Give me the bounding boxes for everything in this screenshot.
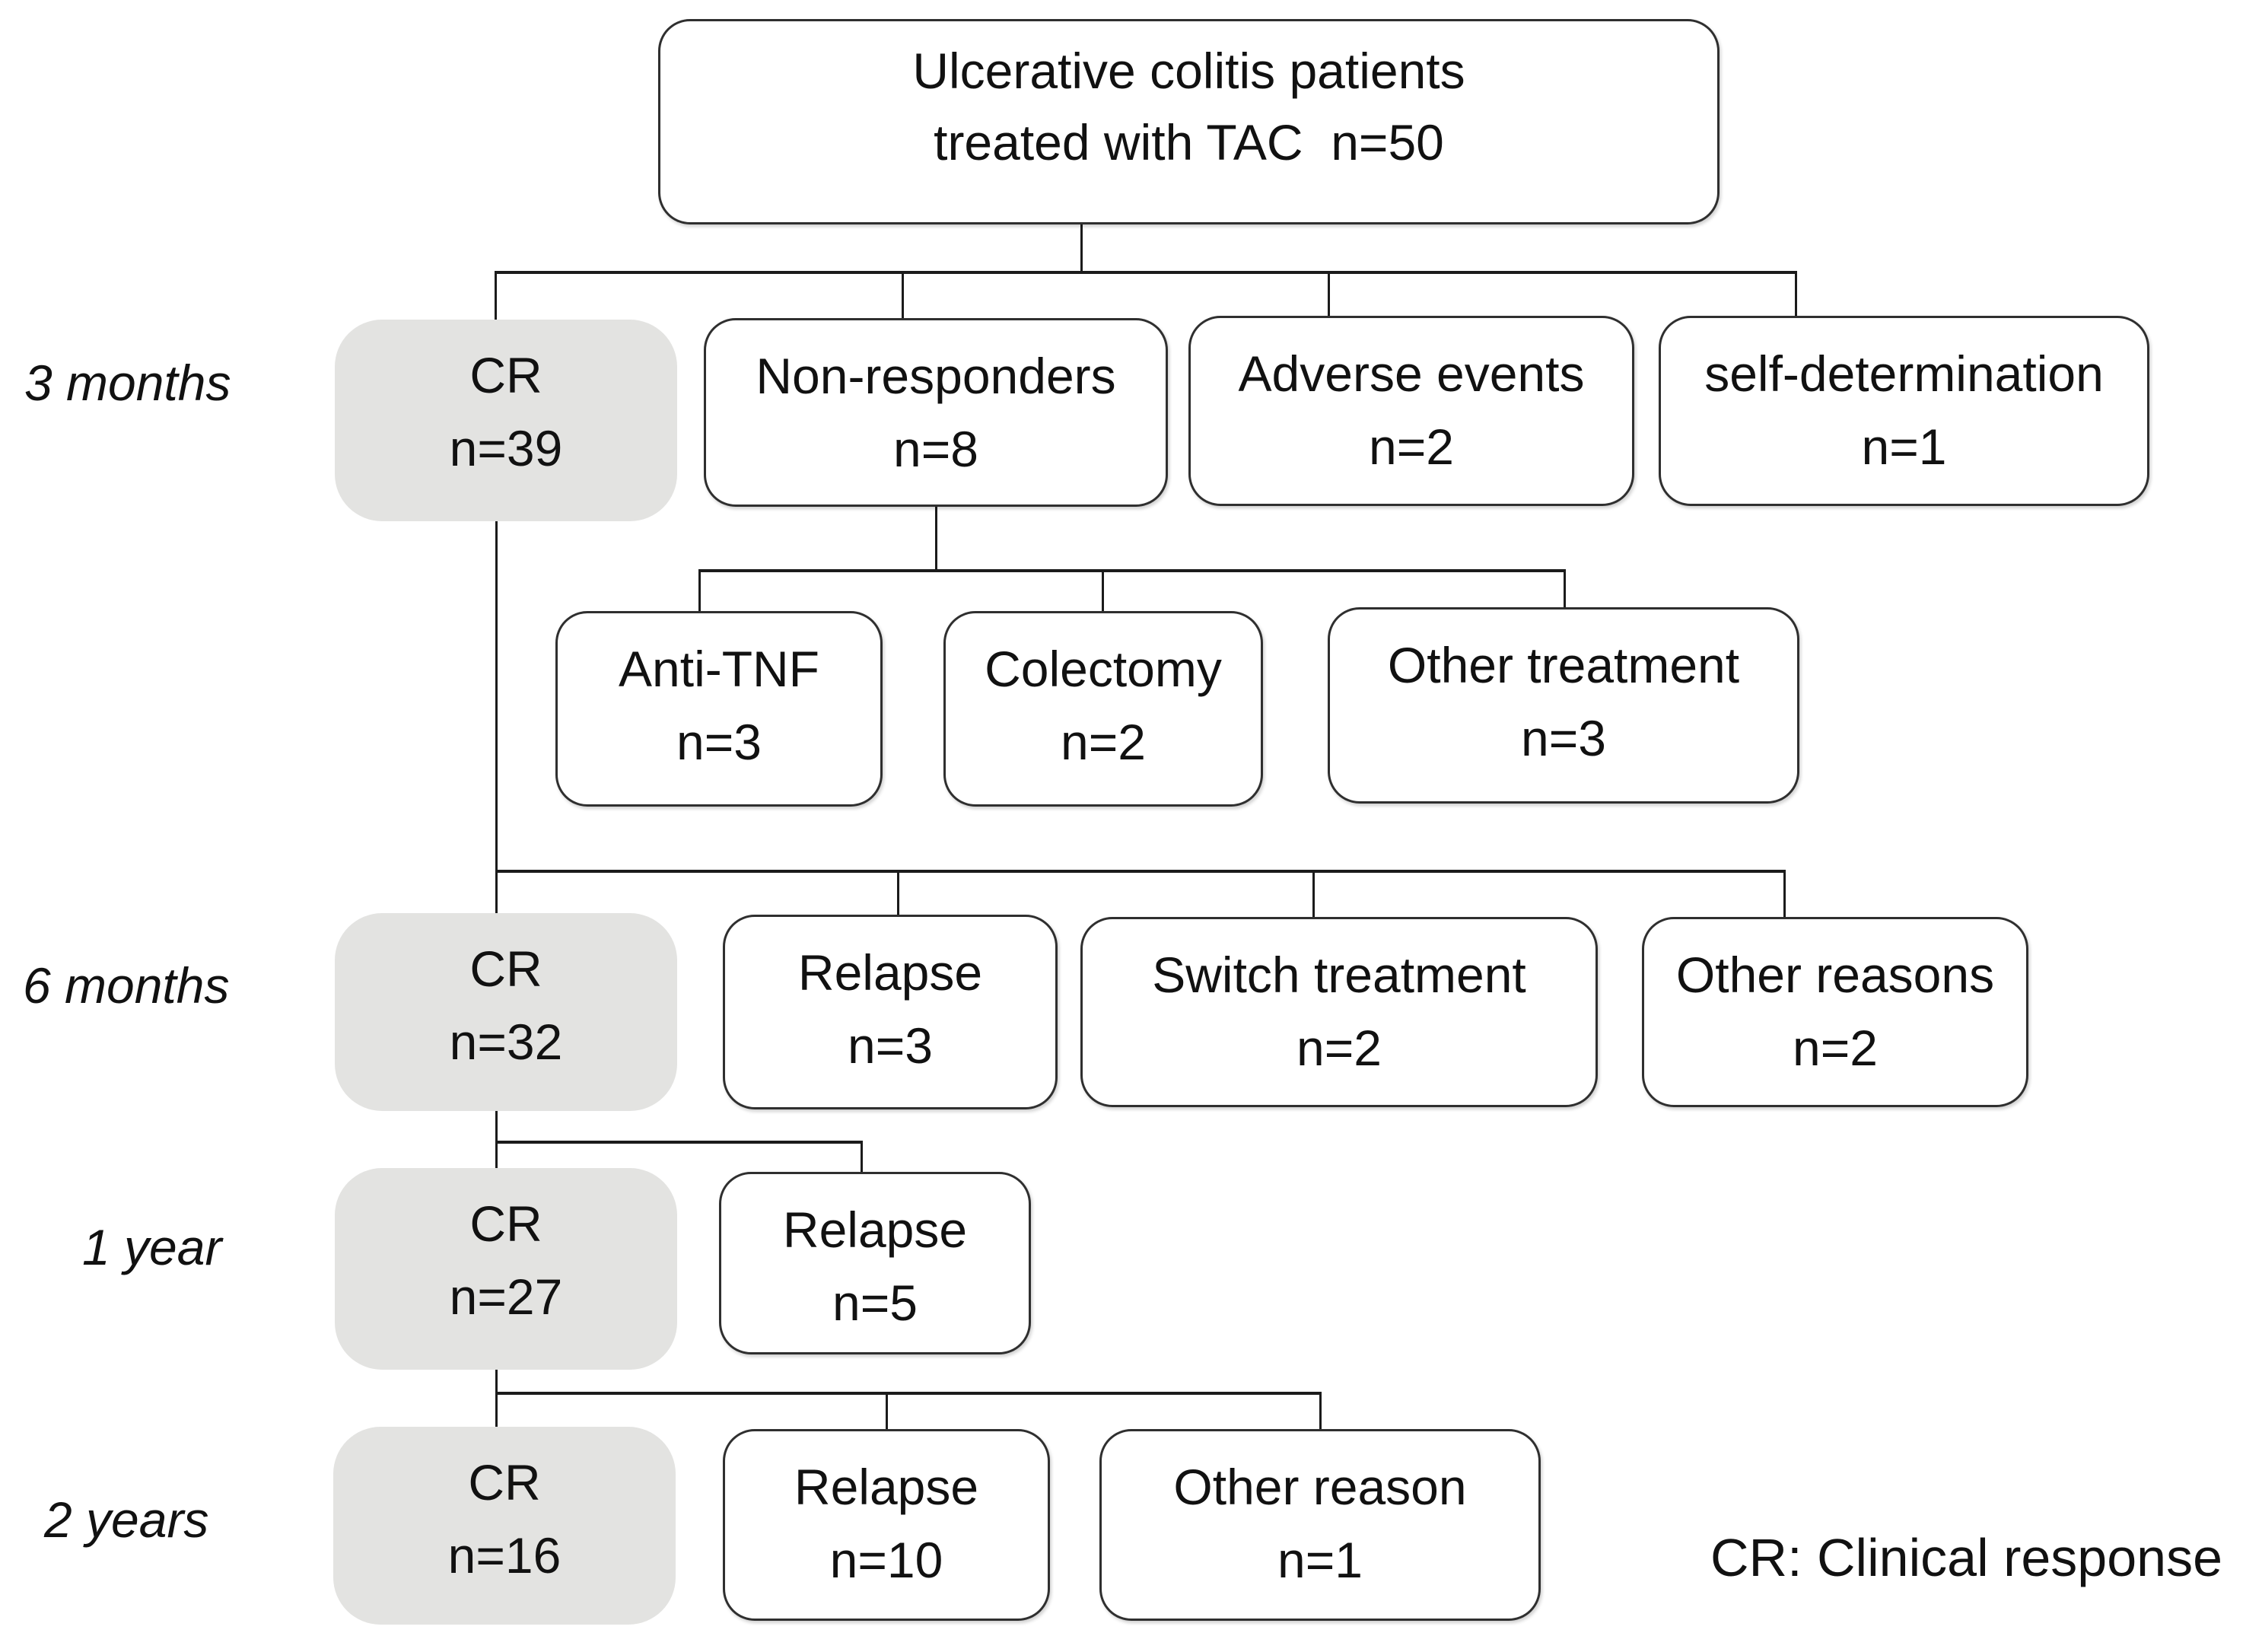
connector-drop-adverse-events — [1328, 271, 1330, 317]
node-count: n=3 — [1521, 710, 1606, 766]
connector-6m-horizontal — [495, 870, 1786, 873]
connector-drop-non-responders — [902, 271, 904, 320]
node-count: n=2 — [1061, 714, 1146, 770]
node-label: CR — [469, 347, 542, 403]
node-count: n=1 — [1861, 419, 1947, 475]
connector-cr-3m-to-6m — [495, 521, 498, 872]
node-label: Relapse — [782, 1202, 968, 1258]
timepoint-label-2-years: 2 years — [44, 1491, 209, 1548]
node-label: Other reasons — [1675, 947, 1995, 1003]
timepoint-label-6-months: 6 months — [23, 957, 230, 1014]
connector-drop-other-reason-2y — [1319, 1392, 1322, 1431]
node-relapse-2y: Relapse n=10 — [723, 1429, 1050, 1621]
connector-drop-anti-tnf — [698, 569, 701, 613]
connector-drop-switch-treatment — [1312, 870, 1315, 918]
connector-level1-horizontal — [495, 271, 1797, 274]
node-count: n=3 — [676, 714, 762, 770]
node-count: n=10 — [829, 1532, 943, 1588]
node-count: n=27 — [449, 1268, 563, 1325]
connector-root-stem — [1080, 224, 1083, 272]
root-title-line1: Ulcerative colitis patients — [912, 43, 1465, 99]
connector-drop-cr-6m — [495, 870, 498, 915]
node-self-determination: self-determination n=1 — [1659, 316, 2149, 506]
node-label: CR — [469, 941, 542, 997]
connector-drop-relapse-1y — [861, 1141, 863, 1173]
node-adverse-events: Adverse events n=2 — [1188, 316, 1634, 506]
node-label: CR — [468, 1454, 541, 1510]
node-label: Switch treatment — [1152, 947, 1526, 1003]
node-other-treatment: Other treatment n=3 — [1328, 607, 1799, 804]
node-count: n=3 — [848, 1017, 933, 1074]
connector-drop-self-determination — [1795, 271, 1797, 317]
node-label: Anti-TNF — [619, 641, 819, 697]
legend-cr-definition: CR: Clinical response — [1710, 1528, 2223, 1587]
node-other-reasons-6m: Other reasons n=2 — [1642, 917, 2028, 1107]
root-title-line2: treated with TAC n=50 — [934, 114, 1444, 170]
node-count: n=2 — [1369, 419, 1454, 475]
node-label: Other reason — [1173, 1459, 1467, 1515]
node-switch-treatment: Switch treatment n=2 — [1080, 917, 1598, 1107]
timepoint-label-1-year: 1 year — [82, 1219, 222, 1275]
node-count: n=1 — [1277, 1532, 1363, 1588]
node-cr-2y: CR n=16 — [333, 1427, 676, 1625]
connector-1y-horizontal — [495, 1141, 863, 1144]
connector-drop-cr-3m — [495, 271, 497, 321]
connector-drop-other-reasons-6m — [1783, 870, 1786, 918]
node-label: Adverse events — [1238, 345, 1585, 402]
node-count: n=5 — [832, 1275, 918, 1331]
node-non-responders: Non-responders n=8 — [704, 318, 1168, 507]
node-relapse-6m: Relapse n=3 — [723, 915, 1058, 1109]
node-count: n=2 — [1296, 1020, 1382, 1076]
node-label: Colectomy — [985, 641, 1222, 697]
connector-non-responders-stem — [935, 507, 937, 571]
node-count: n=2 — [1793, 1020, 1878, 1076]
connector-drop-cr-2y — [495, 1392, 498, 1428]
node-other-reason-2y: Other reason n=1 — [1099, 1429, 1541, 1621]
connector-2y-horizontal — [495, 1392, 1322, 1395]
node-count: n=39 — [449, 420, 563, 476]
node-label: Other treatment — [1387, 637, 1740, 693]
node-cr-6m: CR n=32 — [335, 913, 677, 1111]
connector-cr-6m-to-1y — [495, 1111, 498, 1143]
connector-drop-relapse-6m — [897, 870, 899, 916]
node-cr-3m: CR n=39 — [335, 320, 677, 521]
node-anti-tnf: Anti-TNF n=3 — [555, 611, 883, 807]
node-label: self-determination — [1704, 345, 2104, 402]
connector-cr-1y-to-2y — [495, 1370, 498, 1394]
node-count: n=8 — [893, 421, 978, 477]
node-relapse-1y: Relapse n=5 — [719, 1172, 1031, 1354]
node-label: Non-responders — [756, 348, 1116, 404]
node-label: Relapse — [797, 944, 983, 1001]
connector-level2-horizontal — [698, 569, 1566, 572]
node-root-population: Ulcerative colitis patients treated with… — [658, 19, 1720, 224]
timepoint-label-3-months: 3 months — [24, 355, 231, 411]
connector-drop-colectomy — [1102, 569, 1104, 613]
connector-drop-cr-1y — [495, 1141, 498, 1170]
connector-drop-relapse-2y — [886, 1392, 888, 1431]
connector-drop-other-treatment — [1564, 569, 1566, 609]
node-label: Relapse — [794, 1459, 979, 1515]
node-cr-1y: CR n=27 — [335, 1168, 677, 1370]
node-colectomy: Colectomy n=2 — [943, 611, 1263, 807]
node-count: n=16 — [447, 1527, 562, 1584]
node-count: n=32 — [449, 1014, 563, 1070]
node-label: CR — [469, 1195, 542, 1252]
